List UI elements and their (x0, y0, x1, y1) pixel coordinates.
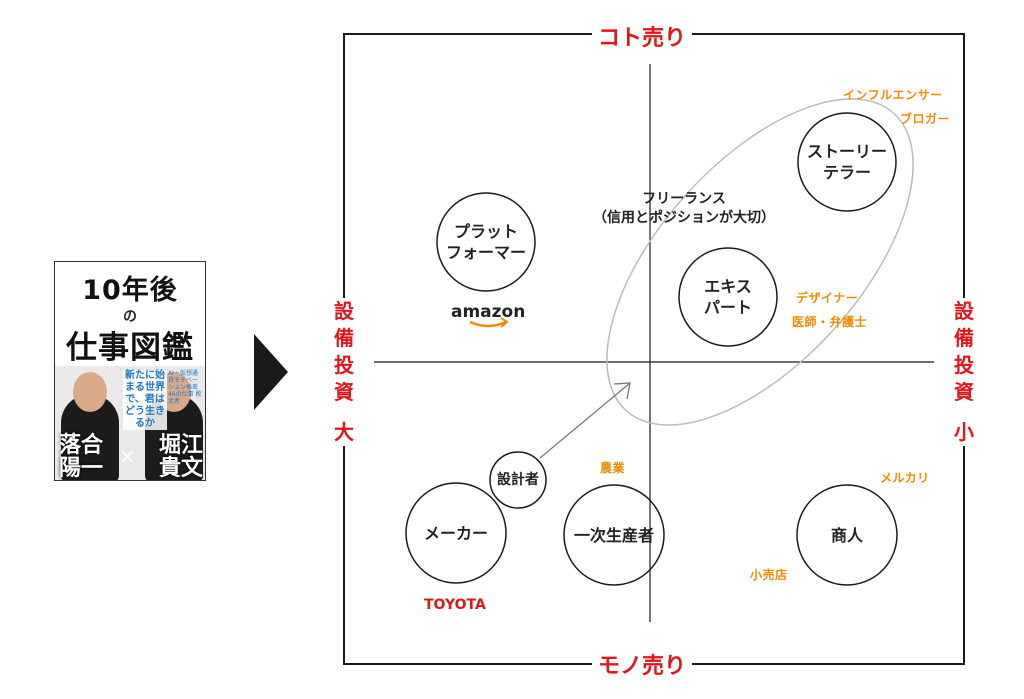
growth-arrow-line (539, 382, 631, 459)
label-maker: メーカー (423, 524, 488, 543)
example-designer: デザイナー (796, 291, 859, 305)
author-name-left: 落合 陽一 (59, 433, 104, 481)
label-designer: 設計者 (497, 472, 539, 488)
label-expert: エキス パート (703, 277, 752, 317)
book-title-main: 仕事図鑑 (66, 330, 194, 366)
cross-mark: × (119, 444, 136, 468)
circle-maker (405, 482, 507, 584)
book-tagline: 新たに始まる世界で、君はどう生きるか (123, 370, 167, 430)
example-influencer: インフルエンサー (843, 88, 943, 102)
book-cover: 10年後 の 仕事図鑑 落合 陽一 堀江 貴文 × 新たに始まる世界で、君はどう… (54, 261, 206, 481)
author-face-left (73, 372, 107, 412)
circle-expert (678, 247, 778, 347)
book-side-text: AI・仮想通貨モチベーション格差46の仕事 敗北者 (168, 370, 202, 405)
label-primary-producer: 一次生産者 (573, 526, 654, 545)
toyota-logo: TOYOTA (424, 597, 486, 613)
label-storyteller: ストーリー テラー (806, 142, 887, 182)
freelance-label: フリーランス （信用とポジションが大切） (593, 191, 775, 226)
example-agriculture: 農業 (600, 461, 626, 475)
diagram-frame (343, 33, 965, 665)
amazon-smile-arrow-icon (500, 317, 509, 328)
amazon-logo: amazon (451, 302, 526, 322)
axis-top-label: コト売り (592, 20, 693, 52)
growth-arrow-head (613, 382, 631, 400)
label-merchant: 商人 (830, 526, 863, 545)
circle-storyteller (797, 112, 897, 212)
book-title-particle: の (123, 309, 137, 325)
amazon-smile-icon (469, 320, 507, 328)
freelance-ellipse (606, 98, 914, 426)
author-name-right: 堀江 貴文 (159, 433, 204, 481)
example-mercari: メルカリ (880, 471, 930, 485)
axis-left-label: 設 備 投 資 大 (331, 298, 357, 446)
circle-platform (436, 192, 536, 292)
arrow-right-icon (254, 334, 288, 410)
example-blogger: ブロガー (900, 112, 951, 126)
axis-bottom-label: モノ売り (592, 648, 693, 680)
circle-merchant (796, 484, 898, 586)
example-retail: 小売店 (750, 568, 788, 582)
label-platform: プラット フォーマー (445, 222, 526, 262)
book-title-top: 10年後 (82, 275, 178, 306)
example-doctor-lawyer: 医師・弁護士 (792, 315, 868, 329)
circle-designer (489, 451, 547, 509)
axis-right-label: 設 備 投 資 小 (951, 298, 977, 446)
circle-primary-producer (563, 484, 665, 586)
